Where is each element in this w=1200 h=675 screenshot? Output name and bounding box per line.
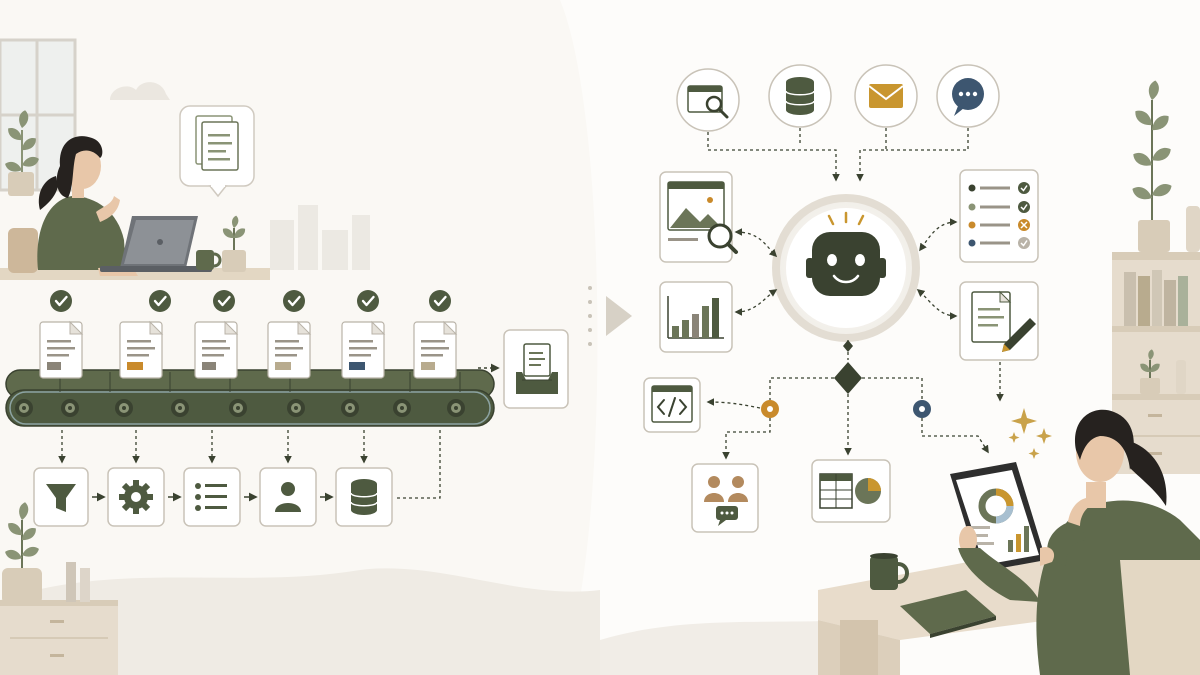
pie-chart-icon (855, 478, 881, 504)
hills-left (0, 568, 600, 675)
check-icon (147, 288, 173, 314)
notebook (900, 590, 996, 638)
roller-icon (393, 399, 411, 417)
connector-checklist (919, 218, 958, 252)
mail-icon (868, 84, 904, 108)
document-edit-card (959, 281, 1039, 361)
document-icon (341, 321, 385, 379)
roller-icon (115, 399, 133, 417)
check-icon (281, 288, 307, 314)
gear-icon (119, 480, 153, 514)
people-icon (704, 476, 748, 502)
pipeline-steps (33, 467, 393, 527)
document-icon (413, 321, 457, 379)
input-icons (676, 64, 1000, 132)
input-connectors (707, 128, 969, 182)
desk-mug (196, 250, 222, 270)
database-icon (785, 77, 815, 115)
mail-input (854, 64, 918, 128)
list-icon (195, 483, 227, 511)
branch-node-orange (761, 400, 779, 418)
search-icon (705, 95, 723, 113)
check-icon (427, 288, 453, 314)
bar-chart-icon (667, 296, 724, 339)
woman-with-laptop (0, 136, 270, 280)
roller-icon (171, 399, 189, 417)
table-icon (819, 473, 853, 509)
list-step (183, 467, 241, 527)
cabinet-lower-left (0, 562, 118, 675)
checklist-icon (968, 182, 1030, 249)
database-input (768, 64, 832, 128)
document-icon (119, 321, 163, 379)
database-icon (350, 479, 378, 515)
drop-arrows (58, 430, 441, 499)
inbox-output-card (503, 329, 569, 409)
document-icon (194, 321, 238, 379)
agent-hub (772, 194, 920, 342)
documents-on-belt (39, 321, 457, 379)
gear-step (107, 467, 165, 527)
donut-chart-icon (978, 488, 1014, 524)
checklist-card (959, 169, 1039, 263)
connector-document-edit (916, 289, 958, 320)
check-icon (355, 288, 381, 314)
connector-bar-chart (734, 289, 778, 316)
check-icon (211, 288, 237, 314)
robot-icon (806, 211, 886, 296)
code-icon (656, 397, 688, 417)
vase-right (1186, 206, 1200, 252)
mini-bar-chart-icon (1008, 526, 1029, 552)
database-step (335, 467, 393, 527)
filter-icon (46, 484, 76, 512)
roller-icon (287, 399, 305, 417)
plant-lower-left (2, 501, 42, 604)
decision-node (834, 340, 862, 394)
roller-icon (15, 399, 33, 417)
roller-icon (61, 399, 79, 417)
cloud-shape (110, 82, 170, 100)
plant-upper-left (3, 109, 41, 196)
table-chart-card (811, 459, 891, 523)
transition-arrow (588, 286, 632, 346)
code-card (643, 377, 701, 433)
person-step (259, 467, 317, 527)
roller-icon (229, 399, 247, 417)
sparkles (1008, 408, 1052, 459)
mug-right (870, 553, 909, 590)
branch-connectors (706, 377, 989, 460)
hands-holding-tablet (958, 526, 1055, 602)
pencil-icon (1002, 318, 1036, 352)
filter-step (33, 467, 89, 527)
chat-bubble-icon (716, 506, 738, 526)
roller-icon (341, 399, 359, 417)
people-chat-card (691, 463, 759, 533)
desk-plant (220, 215, 248, 272)
chat-input (936, 64, 1000, 128)
plant-upper-right (1130, 79, 1174, 252)
document-icon (39, 321, 83, 379)
document-icon (267, 321, 311, 379)
roller-icon (447, 399, 465, 417)
bar-chart-card (659, 281, 733, 353)
woman-with-tablet (1036, 409, 1200, 675)
image-search-card (659, 171, 738, 263)
check-icon (48, 288, 74, 314)
web-search-input (676, 68, 740, 132)
person-icon (275, 482, 301, 512)
thought-bubble-document-icon (179, 105, 255, 198)
chat-icon (952, 78, 984, 116)
branch-node-blue (913, 400, 931, 418)
city-silhouette (270, 205, 370, 270)
